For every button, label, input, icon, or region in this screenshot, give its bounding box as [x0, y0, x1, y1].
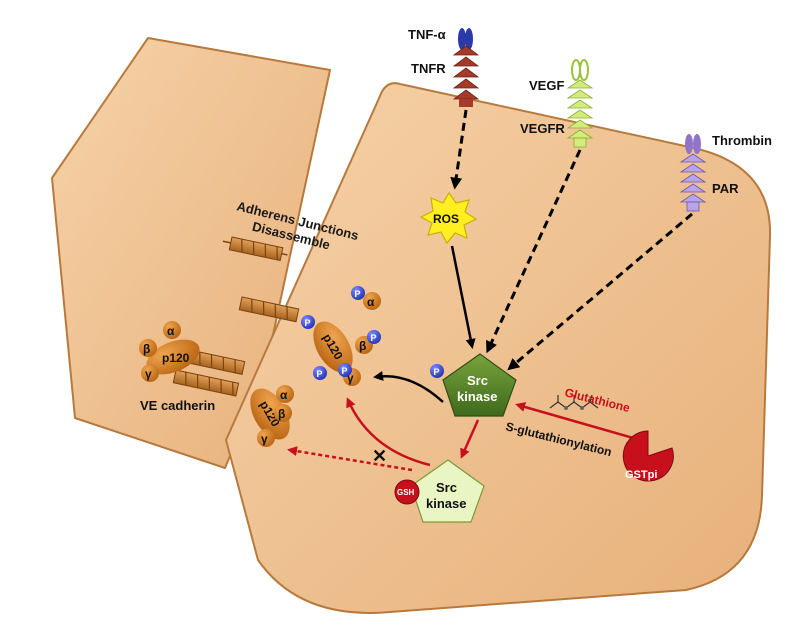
- tnfr-label: TNFR: [411, 61, 446, 76]
- phospho-groups: P P P P P P: [301, 286, 444, 380]
- gamma-lower: γ: [261, 432, 268, 446]
- ros-star: ROS: [419, 191, 478, 245]
- beta-middle: β: [359, 339, 366, 353]
- gstpi-label: GSTpi: [625, 469, 657, 481]
- ros-to-src-arrow: [450, 245, 476, 349]
- src-inactive-line2: kinase: [426, 496, 466, 511]
- gamma-middle: γ: [347, 371, 354, 385]
- phospho-2: P: [351, 286, 365, 300]
- src-inactive-line1: Src: [436, 480, 457, 495]
- right-endothelial-cell: [224, 82, 772, 614]
- thrombin-label: Thrombin: [712, 133, 772, 148]
- svg-text:P: P: [371, 333, 377, 343]
- svg-text:P: P: [342, 366, 348, 376]
- vegfr-to-src-arrow: [486, 149, 582, 354]
- block-mark: ✕: [372, 446, 387, 466]
- phospho-6: P: [430, 364, 444, 378]
- ve-cadherin-label: VE cadherin: [140, 398, 215, 413]
- phospho-3: P: [367, 330, 381, 344]
- src-kinase-active: Src kinase: [442, 353, 517, 417]
- glutathione-molecule: [549, 394, 599, 410]
- par-receptor: [679, 134, 707, 212]
- tnf-alpha-label: TNF-α: [408, 27, 446, 42]
- svg-text:P: P: [305, 318, 311, 328]
- dashed-signal-arrows: [450, 109, 693, 371]
- par-to-src-arrow: [507, 212, 693, 371]
- src-active-line2: kinase: [457, 389, 497, 404]
- svg-text:P: P: [434, 367, 440, 377]
- inactive-to-complex-arrow: [346, 397, 431, 467]
- gsh-label: GSH: [397, 488, 415, 497]
- src-active-line1: Src: [467, 373, 488, 388]
- src-to-inactive-arrow: [460, 419, 480, 459]
- ros-label: ROS: [433, 212, 459, 226]
- alpha-left: α: [167, 324, 175, 338]
- junction-block-2: [238, 296, 300, 323]
- beta-left: β: [143, 342, 150, 356]
- vegfr-label: VEGFR: [520, 121, 565, 136]
- alpha-middle: α: [367, 295, 375, 309]
- junction-block-4: [172, 369, 240, 397]
- adherens-junction-blocks: [172, 236, 300, 397]
- ve-cadherin-complex: p120 α β γ: [250, 385, 294, 447]
- gamma-left: γ: [145, 367, 152, 381]
- p120-left: p120: [162, 351, 190, 365]
- glutathionylation-arrows: [287, 397, 641, 472]
- gstpi-to-src-arrow: [515, 402, 641, 442]
- svg-text:P: P: [355, 289, 361, 299]
- gsh-tag: GSH: [394, 479, 420, 505]
- tnfr-receptor: [452, 28, 480, 107]
- left-catenin-complex: p120 β α γ: [139, 321, 200, 382]
- vegf-label: VEGF: [529, 78, 564, 93]
- vegfr-receptor: [566, 59, 594, 148]
- phospho-4: P: [313, 366, 327, 380]
- beta-lower: β: [278, 407, 285, 421]
- src-kinase-inactive: Src kinase: [410, 459, 485, 523]
- gstpi-enzyme: GSTpi: [622, 430, 674, 482]
- junction-block-1: [222, 236, 288, 262]
- src-to-complex-arrow: [373, 371, 444, 403]
- alpha-lower: α: [280, 388, 288, 402]
- svg-text:P: P: [317, 369, 323, 379]
- phospho-1: P: [301, 315, 315, 329]
- par-label: PAR: [712, 181, 739, 196]
- phospho-5: P: [338, 363, 352, 377]
